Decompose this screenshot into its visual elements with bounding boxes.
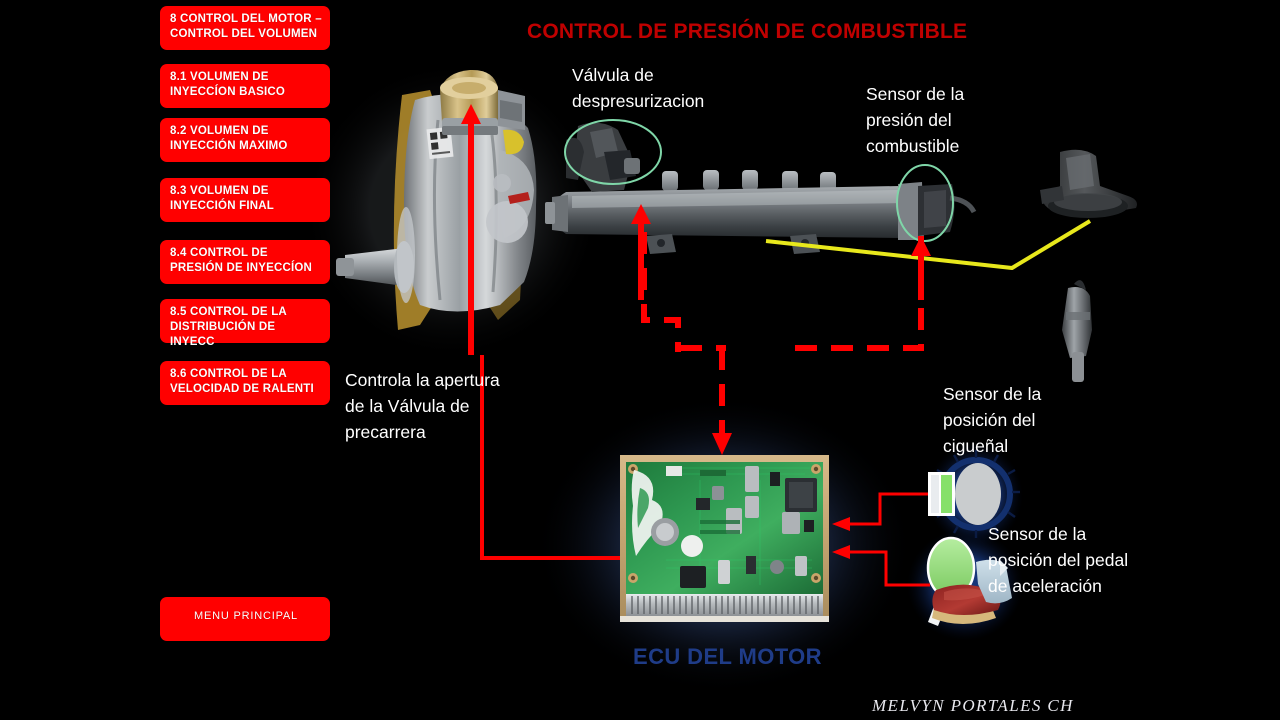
sidebar-item-2[interactable]: 8.2 VOLUMEN DE INYECCIÓN MAXIMO — [160, 118, 330, 162]
signal-wire-yellow — [765, 219, 1092, 270]
callout-crankshaft-sensor: Sensor de la posición del cigueñal — [943, 384, 1042, 456]
sidebar-item-4[interactable]: 8.4 CONTROL DE PRESIÓN DE INYECCÍON — [160, 240, 330, 284]
page-title: CONTROL DE PRESIÓN DE COMBUSTIBLE — [527, 20, 968, 43]
ecu-label: ECU DEL MOTOR — [633, 644, 822, 669]
callout-depressurization-valve: Válvula de despresurizacion — [572, 65, 705, 111]
author-signature: MELVYN PORTALES CH — [872, 696, 1074, 715]
highlight-ellipse-depressurization-valve — [564, 119, 662, 185]
arrows-layer — [461, 104, 931, 587]
sidebar-item-5[interactable]: 8.5 CONTROL DE LA DISTRIBUCIÓN DE INYECC — [160, 299, 330, 348]
sidebar-item-0[interactable]: 8 CONTROL DEL MOTOR – CONTROL DEL VOLUME… — [160, 6, 330, 50]
sidebar-item-3[interactable]: 8.3 VOLUMEN DE INYECCIÓN FINAL — [160, 178, 330, 222]
highlight-ellipse-pressure-sensor — [896, 164, 954, 242]
pressure-regulator-graphic — [1062, 280, 1092, 382]
high-pressure-fuel-pump-graphic — [336, 69, 537, 330]
menu-principal-button[interactable]: MENU PRINCIPAL — [160, 597, 330, 641]
callout-fuel-pressure-sensor: Sensor de la presión del combustible — [866, 84, 965, 156]
sidebar-item-1[interactable]: 8.1 VOLUMEN DE INYECCÍON BASICO — [160, 64, 330, 108]
sidebar-item-6[interactable]: 8.6 CONTROL DE LA VELOCIDAD DE RALENTI — [160, 361, 330, 405]
callout-pedal-sensor: Sensor de la posición del pedal de acele… — [988, 524, 1129, 596]
fuel-injector-graphic — [1040, 149, 1137, 218]
callout-pump-precarrera-control: Controla la apertura de la Válvula de pr… — [345, 370, 500, 442]
